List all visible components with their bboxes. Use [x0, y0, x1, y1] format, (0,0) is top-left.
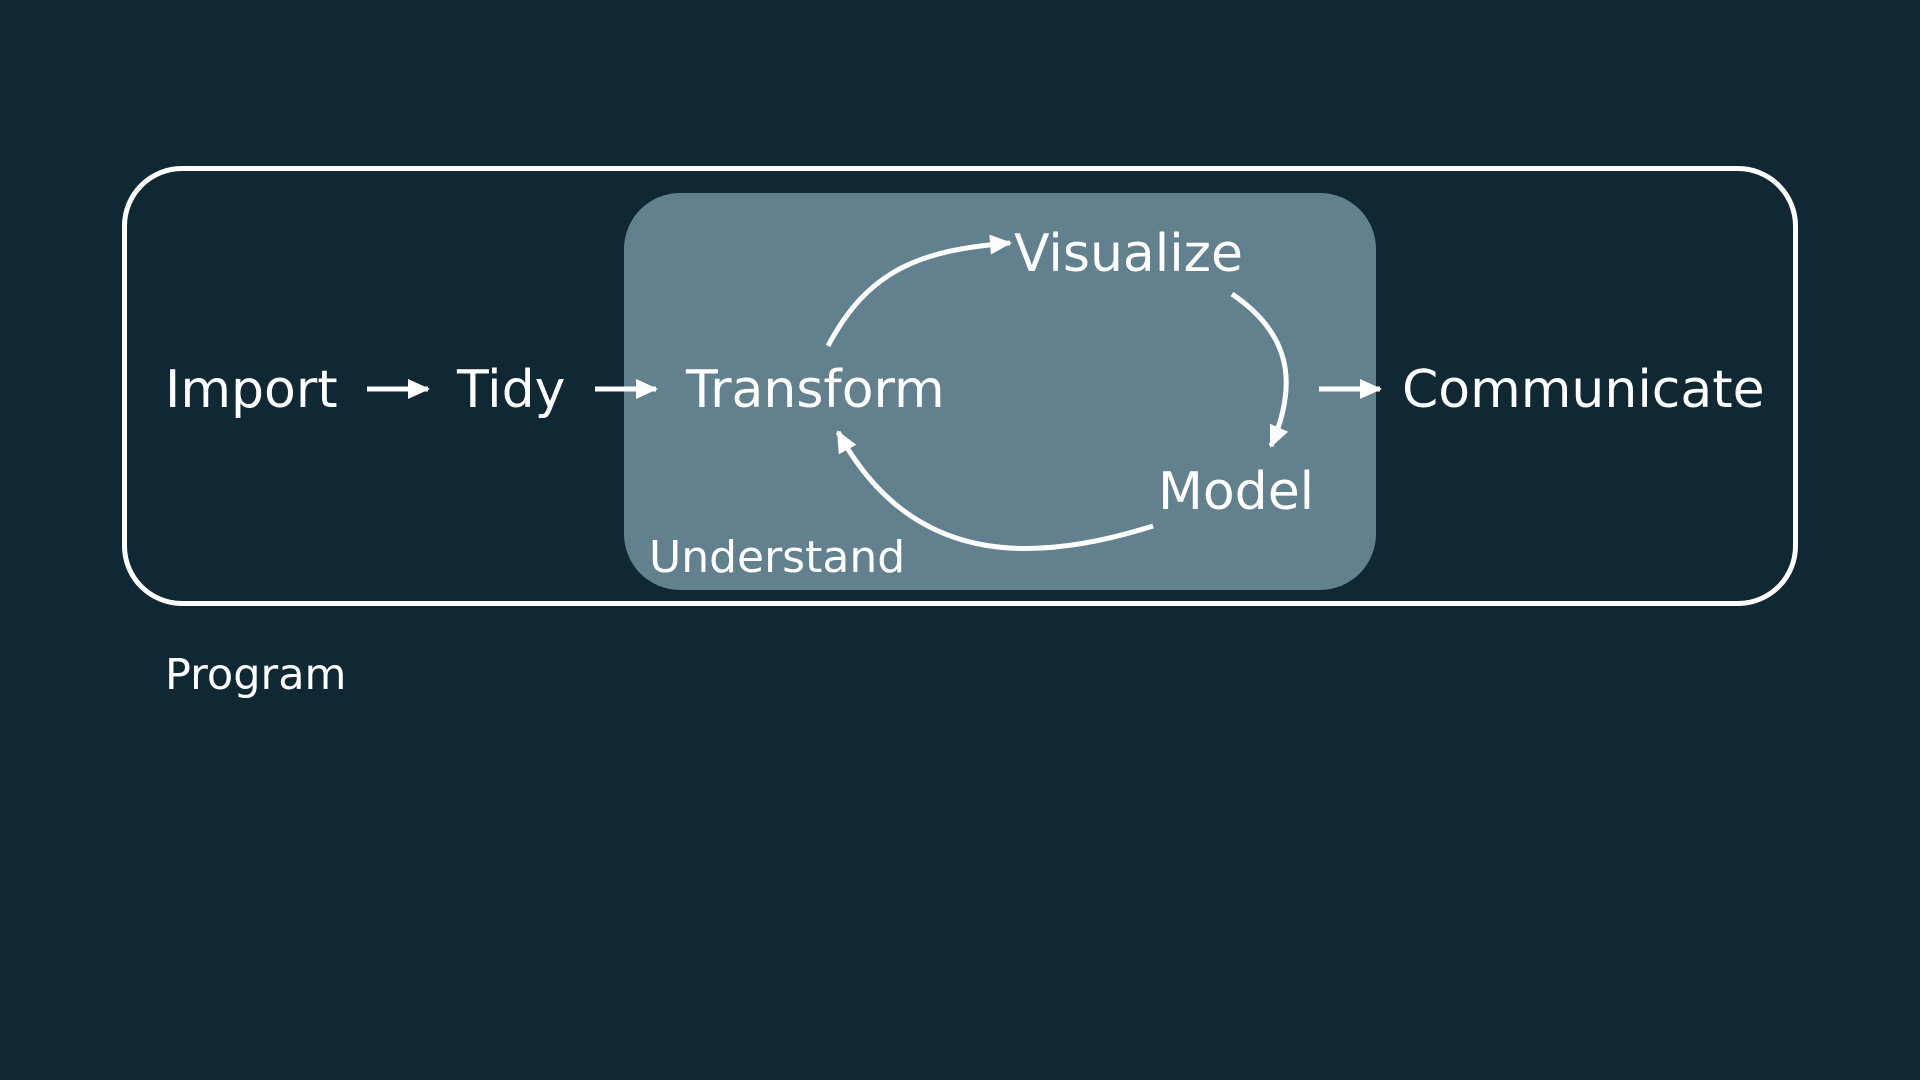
node-model: Model [1158, 462, 1315, 522]
node-tidy: Tidy [457, 360, 566, 420]
node-import: Import [165, 360, 338, 420]
arrow-visualize-to-model [1230, 291, 1289, 448]
group-label-understand: Understand [649, 532, 906, 583]
node-communicate: Communicate [1402, 360, 1765, 420]
understand-group-box [624, 193, 1376, 590]
group-label-program: Program [165, 650, 347, 700]
node-visualize: Visualize [1014, 224, 1243, 284]
arrow-transform-to-visualize [825, 234, 1012, 348]
node-transform: Transform [686, 360, 945, 420]
program-group-box [122, 166, 1798, 606]
arrow-model-to-transform [835, 430, 1154, 552]
